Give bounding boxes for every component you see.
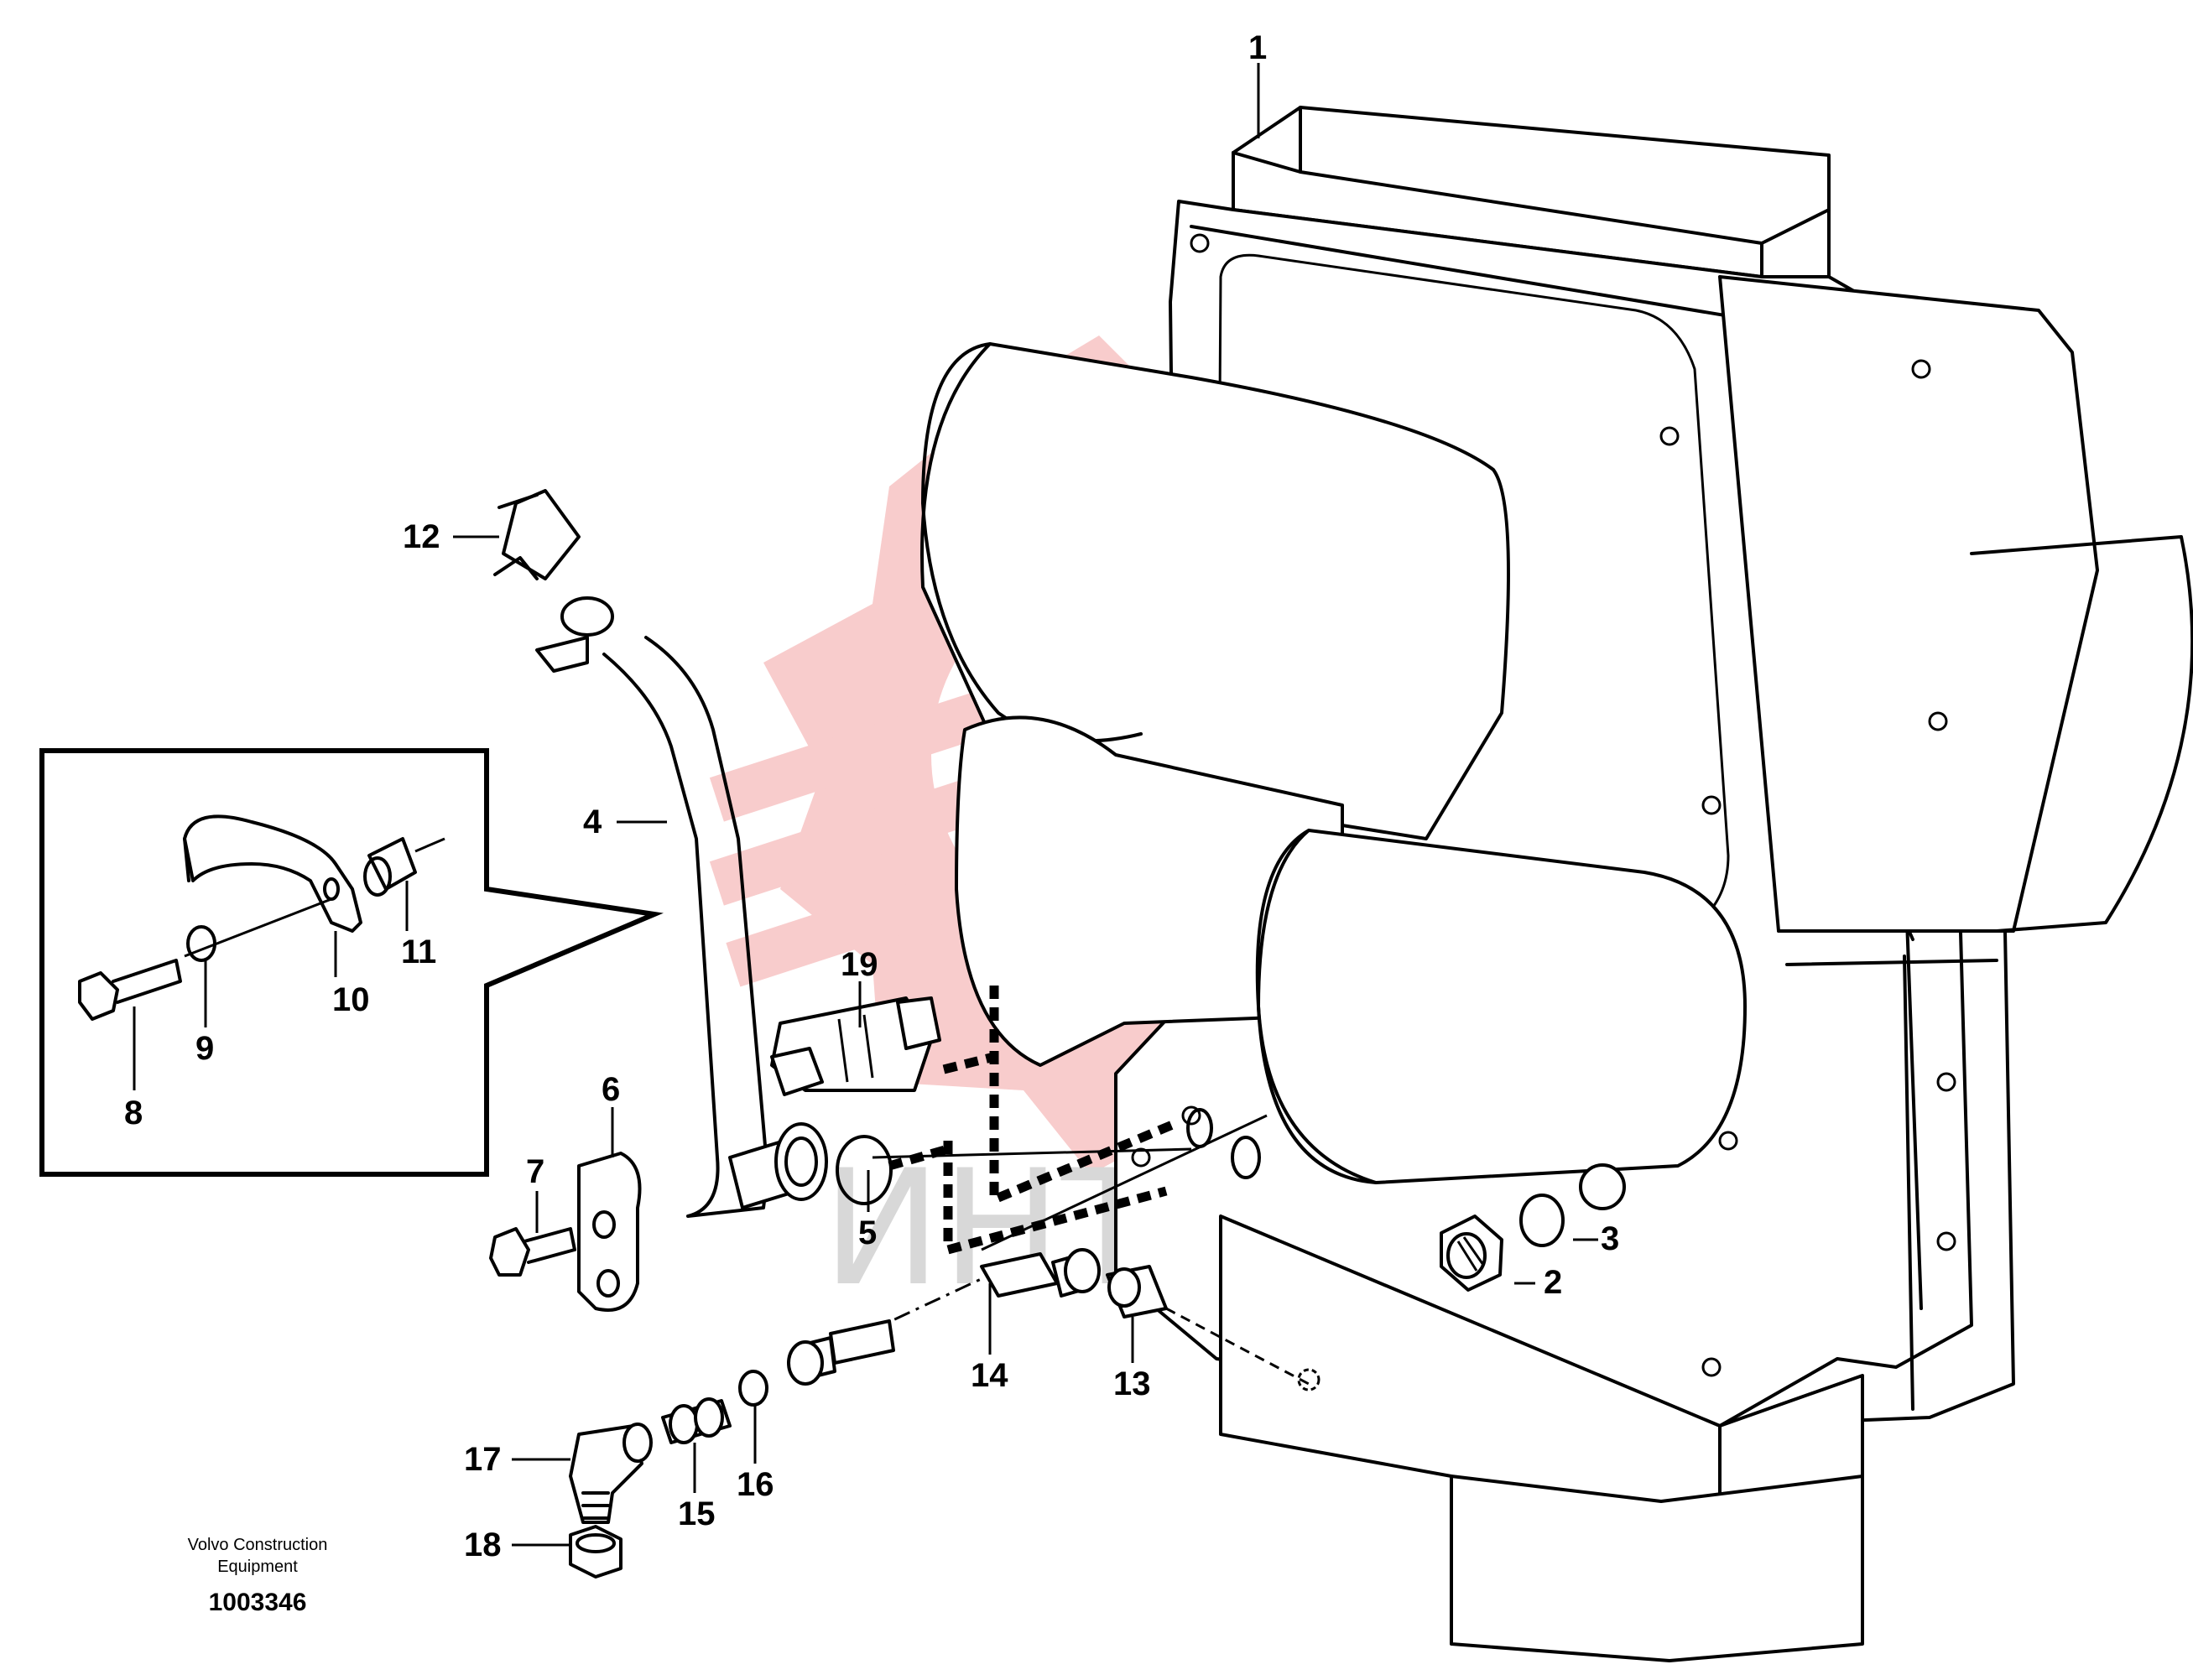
callout-19: 19	[841, 946, 878, 983]
callout-17: 17	[464, 1441, 502, 1478]
nut-18	[569, 1525, 622, 1579]
callout-5: 5	[858, 1214, 877, 1251]
callout-3: 3	[1601, 1220, 1619, 1257]
plug-assembly	[1440, 1163, 1626, 1292]
callout-14: 14	[971, 1357, 1008, 1394]
callout-10: 10	[332, 981, 370, 1018]
callout-leaders	[133, 63, 1598, 1547]
callout-11: 11	[401, 934, 436, 970]
adapter-15	[661, 1397, 732, 1444]
clamp-6	[577, 1152, 642, 1312]
fitting-13	[1106, 1265, 1168, 1319]
callout-2: 2	[1544, 1264, 1562, 1301]
callout-8: 8	[124, 1095, 143, 1131]
breather-valve	[493, 489, 581, 580]
callout-18: 18	[464, 1527, 502, 1563]
callout-7: 7	[526, 1153, 544, 1190]
elbow-17	[569, 1423, 653, 1524]
callout-6: 6	[602, 1071, 620, 1108]
caption-line2: Equipment	[217, 1558, 298, 1576]
callout-9: 9	[195, 1030, 214, 1067]
dipstick-tube	[535, 596, 828, 1218]
temperature-sensor	[770, 996, 941, 1096]
caption: Volvo Construction Equipment 1003346	[188, 1536, 328, 1616]
callout-12: 12	[403, 518, 440, 555]
callout-16: 16	[737, 1466, 774, 1503]
callout-4: 4	[583, 804, 602, 840]
callout-13: 13	[1113, 1365, 1151, 1402]
transmission-housing	[920, 106, 2193, 1662]
caption-line1: Volvo Construction	[188, 1536, 328, 1554]
washer-16	[738, 1370, 768, 1407]
detail-inset	[39, 748, 664, 1177]
hose-14	[787, 1248, 1101, 1386]
bolt-7	[489, 1227, 576, 1277]
callout-numbers: 1 2 3 4 5 6 7 8 9 10 11 12 13 14 15 16 1…	[124, 29, 1619, 1563]
callout-15: 15	[678, 1495, 716, 1532]
drawing-number: 1003346	[209, 1589, 307, 1616]
callout-1: 1	[1248, 29, 1267, 66]
